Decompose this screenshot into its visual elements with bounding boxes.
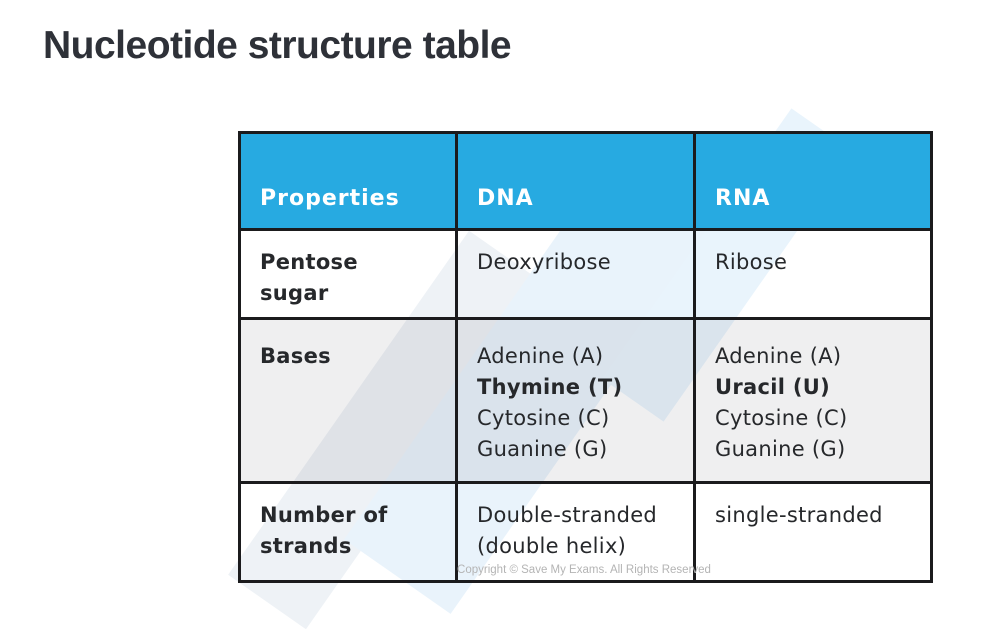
table-row-pentose-sugar: Pentose sugar Deoxyribose Ribose [238,228,933,320]
cell-dna-strands: Double-stranded (double helix) [455,481,696,583]
column-header-dna: DNA [455,131,696,231]
cell-text: single-stranded [715,503,883,527]
base-line-emphasized: Thymine (T) [477,375,623,399]
page-title: Nucleotide structure table [43,24,512,67]
row-label-bases: Bases [238,317,458,484]
row-label-number-of-strands: Number of strands [238,481,458,583]
copyright-notice: Copyright © Save My Exams. All Rights Re… [457,564,711,576]
base-line: Cytosine (C) [715,406,848,430]
base-line: Adenine (A) [715,344,842,368]
cell-text: Double-stranded (double helix) [477,503,658,558]
base-line: Guanine (G) [715,437,846,461]
base-line-emphasized: Uracil (U) [715,375,830,399]
cell-text: Deoxyribose [477,250,611,274]
table-row-bases: Bases Adenine (A) Thymine (T) Cytosine (… [238,317,933,484]
column-header-properties: Properties [238,131,458,231]
base-line: Cytosine (C) [477,406,610,430]
column-header-rna: RNA [693,131,933,231]
cell-dna-pentose-sugar: Deoxyribose [455,228,696,320]
cell-rna-strands: single-stranded [693,481,933,583]
row-label-pentose-sugar: Pentose sugar [238,228,458,320]
nucleotide-table-container: Properties DNA RNA Pentose sugar Deoxyri… [238,131,933,583]
cell-rna-bases: Adenine (A) Uracil (U) Cytosine (C) Guan… [693,317,933,484]
cell-dna-bases: Adenine (A) Thymine (T) Cytosine (C) Gua… [455,317,696,484]
cell-rna-pentose-sugar: Ribose [693,228,933,320]
base-line: Guanine (G) [477,437,608,461]
cell-text: Ribose [715,250,788,274]
nucleotide-structure-table: Properties DNA RNA Pentose sugar Deoxyri… [238,131,933,583]
base-line: Adenine (A) [477,344,604,368]
table-header-row: Properties DNA RNA [238,131,933,231]
table-row-number-of-strands: Number of strands Double-stranded (doubl… [238,481,933,583]
